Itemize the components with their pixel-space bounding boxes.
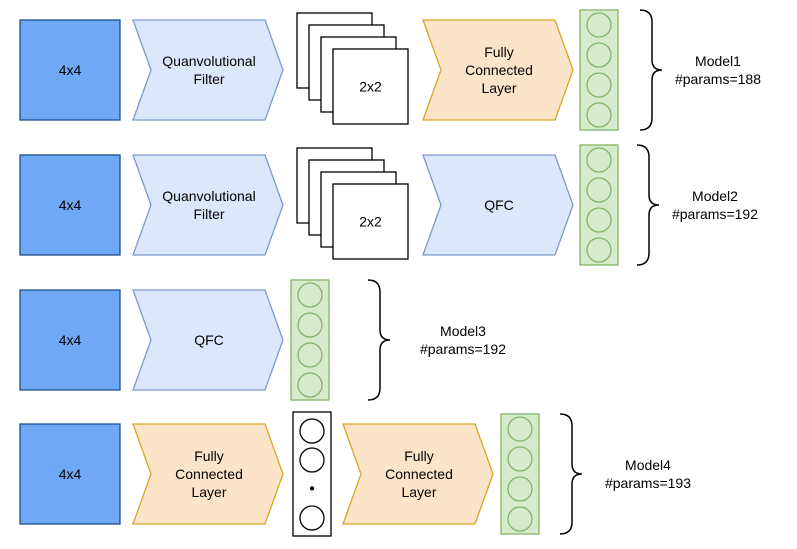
output-neuron: [507, 506, 533, 532]
output-neuron: [586, 177, 612, 203]
input-block: [19, 19, 121, 121]
fully-connected-layer-step: [422, 19, 574, 121]
feature-map-label: 2x2: [359, 214, 382, 230]
input-label: 4x4: [59, 62, 82, 78]
output-neuron: [297, 342, 323, 368]
fully-connected-layer-label-line: Fully: [484, 44, 514, 60]
model-params: #params=193: [605, 475, 691, 491]
fully-connected-layer-label-line: Fully: [404, 448, 434, 464]
model-name: Model2: [692, 188, 738, 204]
quanvolutional-filter-step: [132, 19, 284, 121]
input-block: [19, 423, 121, 525]
model-brace: [636, 144, 660, 266]
model-params: #params=192: [672, 206, 758, 222]
fully-connected-layer-label-line: Connected: [385, 466, 453, 482]
output-neuron: [586, 12, 612, 38]
hidden-neuron: [299, 447, 325, 473]
fully-connected-layer-step: [132, 423, 284, 525]
output-neuron: [586, 207, 612, 233]
qfc-step: [422, 154, 574, 256]
output-neuron: [586, 102, 612, 128]
output-neuron: [586, 72, 612, 98]
model-brace: [639, 9, 663, 131]
model-name: Model3: [440, 323, 486, 339]
output-neuron: [507, 416, 533, 442]
qfc-label-line: QFC: [484, 197, 514, 213]
input-block: [19, 154, 121, 256]
feature-map-label: 2x2: [359, 79, 382, 95]
model-name: Model1: [695, 53, 741, 69]
hidden-neuron: [299, 418, 325, 444]
quanvolutional-filter-step: [132, 154, 284, 256]
input-label: 4x4: [59, 466, 82, 482]
quanvolutional-filter-label-line: Filter: [193, 206, 224, 222]
fully-connected-layer-label-line: Connected: [175, 466, 243, 482]
model-brace: [367, 279, 391, 401]
fully-connected-layer-step: [342, 423, 494, 525]
model-brace: [559, 413, 583, 535]
fully-connected-layer-label-line: Layer: [481, 80, 516, 96]
output-neuron: [297, 312, 323, 338]
quanvolutional-filter-label-line: Quanvolutional: [162, 53, 255, 69]
model-params: #params=192: [420, 341, 506, 357]
ellipsis-dot: •: [309, 481, 315, 498]
hidden-neuron: [299, 505, 325, 531]
output-neuron: [586, 237, 612, 263]
output-neuron: [297, 372, 323, 398]
model-name: Model4: [625, 457, 671, 473]
output-neuron: [586, 42, 612, 68]
input-label: 4x4: [59, 332, 82, 348]
output-neuron: [507, 446, 533, 472]
input-label: 4x4: [59, 197, 82, 213]
output-neuron: [507, 476, 533, 502]
fully-connected-layer-label-line: Layer: [401, 484, 436, 500]
qfc-step: [132, 289, 284, 391]
quanvolutional-filter-label-line: Filter: [193, 71, 224, 87]
quanvolutional-filter-label-line: Quanvolutional: [162, 188, 255, 204]
fully-connected-layer-label-line: Layer: [191, 484, 226, 500]
feature-map: [332, 183, 409, 260]
fully-connected-layer-label-line: Connected: [465, 62, 533, 78]
output-neuron: [586, 147, 612, 173]
model-row-3: 4x4 QFC Model3 #params=192: [19, 279, 506, 401]
input-block: [19, 289, 121, 391]
feature-map: [332, 48, 409, 125]
output-neuron: [297, 282, 323, 308]
model-params: #params=188: [675, 71, 761, 87]
fully-connected-layer-label-line: Fully: [194, 448, 224, 464]
qfc-label-line: QFC: [194, 332, 224, 348]
